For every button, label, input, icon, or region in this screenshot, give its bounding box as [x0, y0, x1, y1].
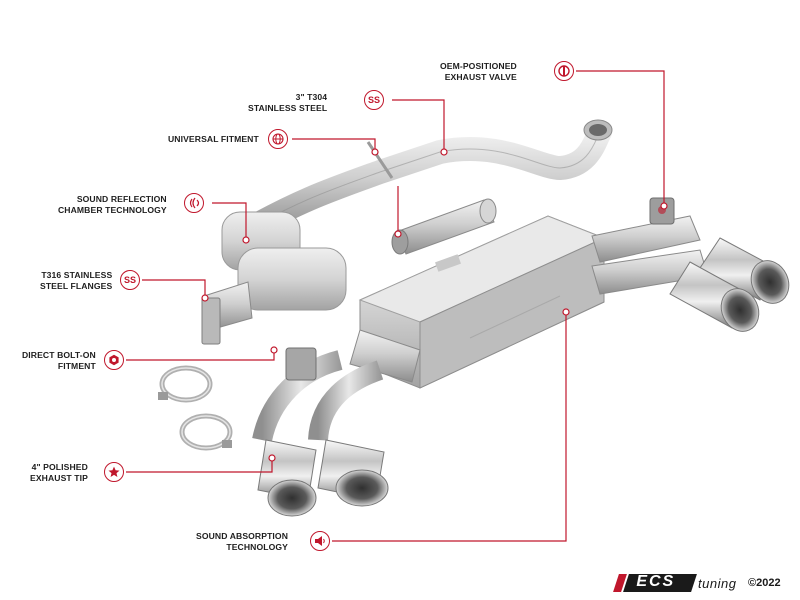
- ss-icon-flanges: SS: [120, 270, 140, 290]
- leader-lines: [126, 70, 665, 542]
- hex-nut-icon: [104, 350, 124, 370]
- ecs-tuning-logo: ECS tuning ©2022: [613, 572, 796, 596]
- feature-label-universal: UNIVERSAL FITMENT: [168, 134, 259, 144]
- logo-ecs-badge: ECS: [623, 573, 697, 592]
- mid-pipe: [228, 119, 613, 246]
- speaker-icon: [310, 531, 330, 551]
- left-outlets: [252, 329, 421, 443]
- v-band-clamps: [158, 365, 233, 451]
- logo-tuning-text: tuning: [698, 576, 737, 591]
- star-icon: [104, 462, 124, 482]
- right-outlets: [591, 197, 709, 295]
- valve-icon: [554, 61, 574, 81]
- globe-icon: [268, 129, 288, 149]
- rear-muffler: [358, 215, 606, 389]
- left-tips: [257, 439, 389, 517]
- resonator: [201, 211, 347, 345]
- leader-endpoints: [201, 148, 668, 462]
- right-tips: [669, 237, 790, 332]
- copyright-text: ©2022: [748, 577, 781, 589]
- connector-pipe: [391, 198, 497, 255]
- sound-waves-icon: [184, 193, 204, 213]
- ss-icon: SS: [364, 90, 384, 110]
